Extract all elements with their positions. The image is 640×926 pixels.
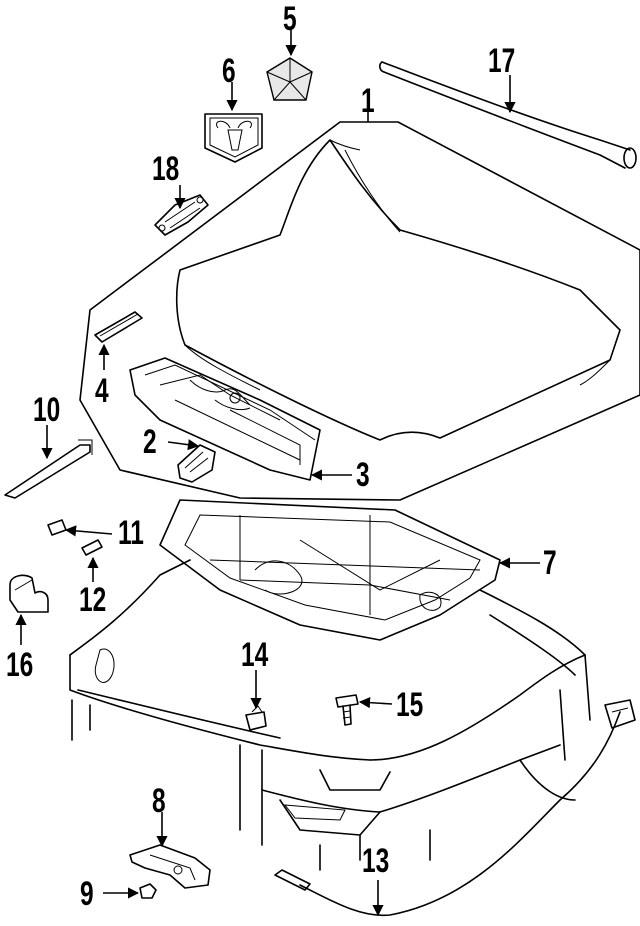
hood-bracket-18 <box>154 194 209 236</box>
callout-5: 5 <box>283 0 297 38</box>
bumper-block-16 <box>9 574 49 613</box>
callout-17: 17 <box>488 42 516 80</box>
callout-8: 8 <box>152 782 166 820</box>
hood-latch-8 <box>129 844 211 889</box>
release-cable-13 <box>274 699 636 917</box>
callout-12: 12 <box>79 581 107 619</box>
callout-11: 11 <box>118 514 144 552</box>
callout-16: 16 <box>6 646 34 684</box>
clip-11 <box>47 519 67 536</box>
callout-4: 4 <box>95 372 109 410</box>
hood-latch-panel <box>129 357 321 481</box>
callout-1: 1 <box>361 82 375 120</box>
vehicle-body-front <box>69 559 591 871</box>
bumper-stop-14 <box>245 705 267 731</box>
callout-15: 15 <box>396 686 424 724</box>
nut-9 <box>139 883 157 899</box>
callout-6: 6 <box>222 52 236 90</box>
callout-10: 10 <box>33 391 61 429</box>
ram-emblem <box>204 113 263 163</box>
callout-3: 3 <box>356 456 370 494</box>
hood-bumper-strip <box>94 311 143 343</box>
pad-12 <box>81 539 103 556</box>
callout-7: 7 <box>543 544 557 582</box>
hood-latch-bracket <box>177 444 216 483</box>
pentastar-emblem <box>266 57 313 101</box>
callout-9: 9 <box>80 875 94 913</box>
hood-insulator <box>159 499 501 641</box>
callout-13: 13 <box>362 842 390 880</box>
hood-seal <box>379 61 637 169</box>
callout-2: 2 <box>143 423 157 461</box>
callout-18: 18 <box>152 150 180 188</box>
screw-15 <box>335 694 359 726</box>
leader-lines <box>15 30 540 917</box>
hood-prop-rod <box>4 439 93 499</box>
hood-panel <box>79 121 640 501</box>
callout-14: 14 <box>241 636 269 674</box>
